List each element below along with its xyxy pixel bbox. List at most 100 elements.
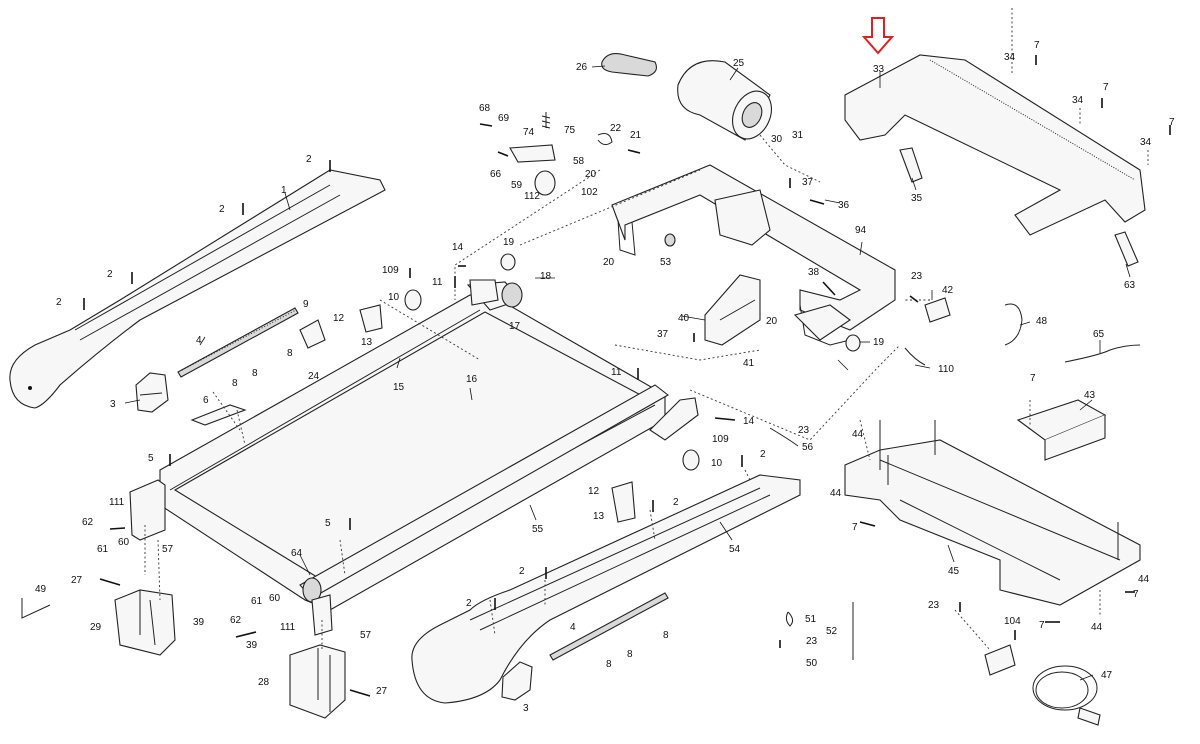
label-7: 7	[852, 522, 858, 533]
part-63-hood-bracket	[1114, 231, 1139, 267]
label-8: 8	[287, 348, 293, 359]
label-2: 2	[466, 598, 472, 609]
label-2: 2	[519, 566, 525, 577]
part-19-pulley-right	[845, 334, 861, 352]
label-23: 23	[806, 636, 818, 647]
part-74-idler-bracket	[509, 144, 556, 163]
label-111: 111	[109, 497, 125, 508]
label-23: 23	[798, 425, 810, 436]
part-45-base-frame	[844, 420, 1141, 606]
label-26: 26	[576, 62, 588, 73]
label-20: 20	[603, 257, 615, 268]
label-25: 25	[733, 58, 745, 69]
label-23: 23	[928, 600, 940, 611]
label-60: 60	[118, 537, 130, 548]
label-7: 7	[1034, 40, 1040, 51]
label-21: 21	[630, 130, 642, 141]
label-22: 22	[610, 123, 622, 134]
part-labels: 1 2 2 2 2 2 2 2 2 3 3 4 4 5 5 6 7 7 7 7 …	[35, 40, 1175, 714]
label-47: 47	[1101, 670, 1113, 681]
part-40-controller	[704, 274, 761, 346]
part-4-right-rack	[549, 592, 669, 661]
label-44: 44	[852, 429, 864, 440]
label-29: 29	[90, 622, 102, 633]
label-54: 54	[729, 544, 741, 555]
label-62: 62	[82, 517, 94, 528]
label-110: 110	[938, 364, 954, 375]
part-65-cable	[1064, 344, 1141, 363]
part-19-pulley-top	[500, 253, 516, 271]
label-61: 61	[251, 596, 263, 607]
label-39: 39	[193, 617, 205, 628]
label-58: 58	[573, 156, 585, 167]
label-7: 7	[1103, 82, 1109, 93]
label-111: 111	[280, 622, 296, 633]
part-29-rear-leg	[114, 589, 176, 656]
label-53: 53	[660, 257, 672, 268]
part-22-wire	[597, 133, 613, 146]
label-52: 52	[826, 626, 838, 637]
part-110-wire	[904, 347, 926, 366]
part-28-rear-leg	[289, 644, 346, 719]
part-1-left-rail	[9, 169, 386, 409]
label-40: 40	[678, 313, 690, 324]
label-10: 10	[388, 292, 400, 303]
label-11: 11	[432, 277, 443, 288]
label-50: 50	[806, 658, 818, 669]
label-104: 104	[1004, 616, 1021, 627]
label-8: 8	[252, 368, 258, 379]
label-41: 41	[743, 358, 755, 369]
part-25-drive-motor	[677, 60, 772, 141]
label-14: 14	[452, 242, 464, 253]
part-38-riser	[793, 304, 851, 341]
part-3-right-end-cap	[501, 661, 533, 701]
part-43-control-board	[1016, 399, 1107, 461]
label-44: 44	[1138, 574, 1150, 585]
label-10: 10	[711, 458, 723, 469]
label-3: 3	[110, 399, 116, 410]
label-57: 57	[360, 630, 372, 641]
label-8: 8	[232, 378, 238, 389]
label-30: 30	[771, 134, 783, 145]
label-8: 8	[663, 630, 669, 641]
label-14: 14	[743, 416, 755, 427]
label-112: 112	[524, 191, 540, 202]
label-42: 42	[942, 285, 954, 296]
part-33-motor-hood	[844, 54, 1146, 236]
part-35-hood-bracket	[899, 147, 923, 183]
label-2: 2	[219, 204, 225, 215]
label-19: 19	[503, 237, 515, 248]
label-102: 102	[581, 187, 598, 198]
label-34: 34	[1140, 137, 1152, 148]
part-10-bumper-right	[682, 449, 700, 471]
front-roller-bracket	[469, 279, 499, 306]
part-56-wire	[769, 427, 799, 447]
label-2: 2	[107, 269, 113, 280]
label-109: 109	[712, 434, 729, 445]
label-13: 13	[361, 337, 373, 348]
label-51: 51	[805, 614, 817, 625]
label-8: 8	[606, 659, 612, 670]
part-75-spring	[541, 112, 551, 129]
label-36: 36	[838, 200, 850, 211]
label-7: 7	[1030, 373, 1036, 384]
label-94: 94	[855, 225, 867, 236]
label-34: 34	[1004, 52, 1016, 63]
label-59: 59	[511, 180, 523, 191]
label-37: 37	[802, 177, 814, 188]
label-62: 62	[230, 615, 242, 626]
label-74: 74	[523, 127, 535, 138]
label-4: 4	[196, 335, 202, 346]
part-104-cord-plate	[984, 644, 1016, 676]
label-44: 44	[830, 488, 842, 499]
rear-roller-bracket	[649, 397, 699, 441]
label-31: 31	[792, 130, 804, 141]
label-27: 27	[71, 575, 83, 586]
label-43: 43	[1084, 390, 1096, 401]
part-26-drive-belt	[601, 53, 657, 77]
label-7: 7	[1039, 620, 1045, 631]
part-3-left-end-cap	[135, 372, 169, 413]
label-44: 44	[1091, 622, 1103, 633]
label-75: 75	[564, 125, 576, 136]
